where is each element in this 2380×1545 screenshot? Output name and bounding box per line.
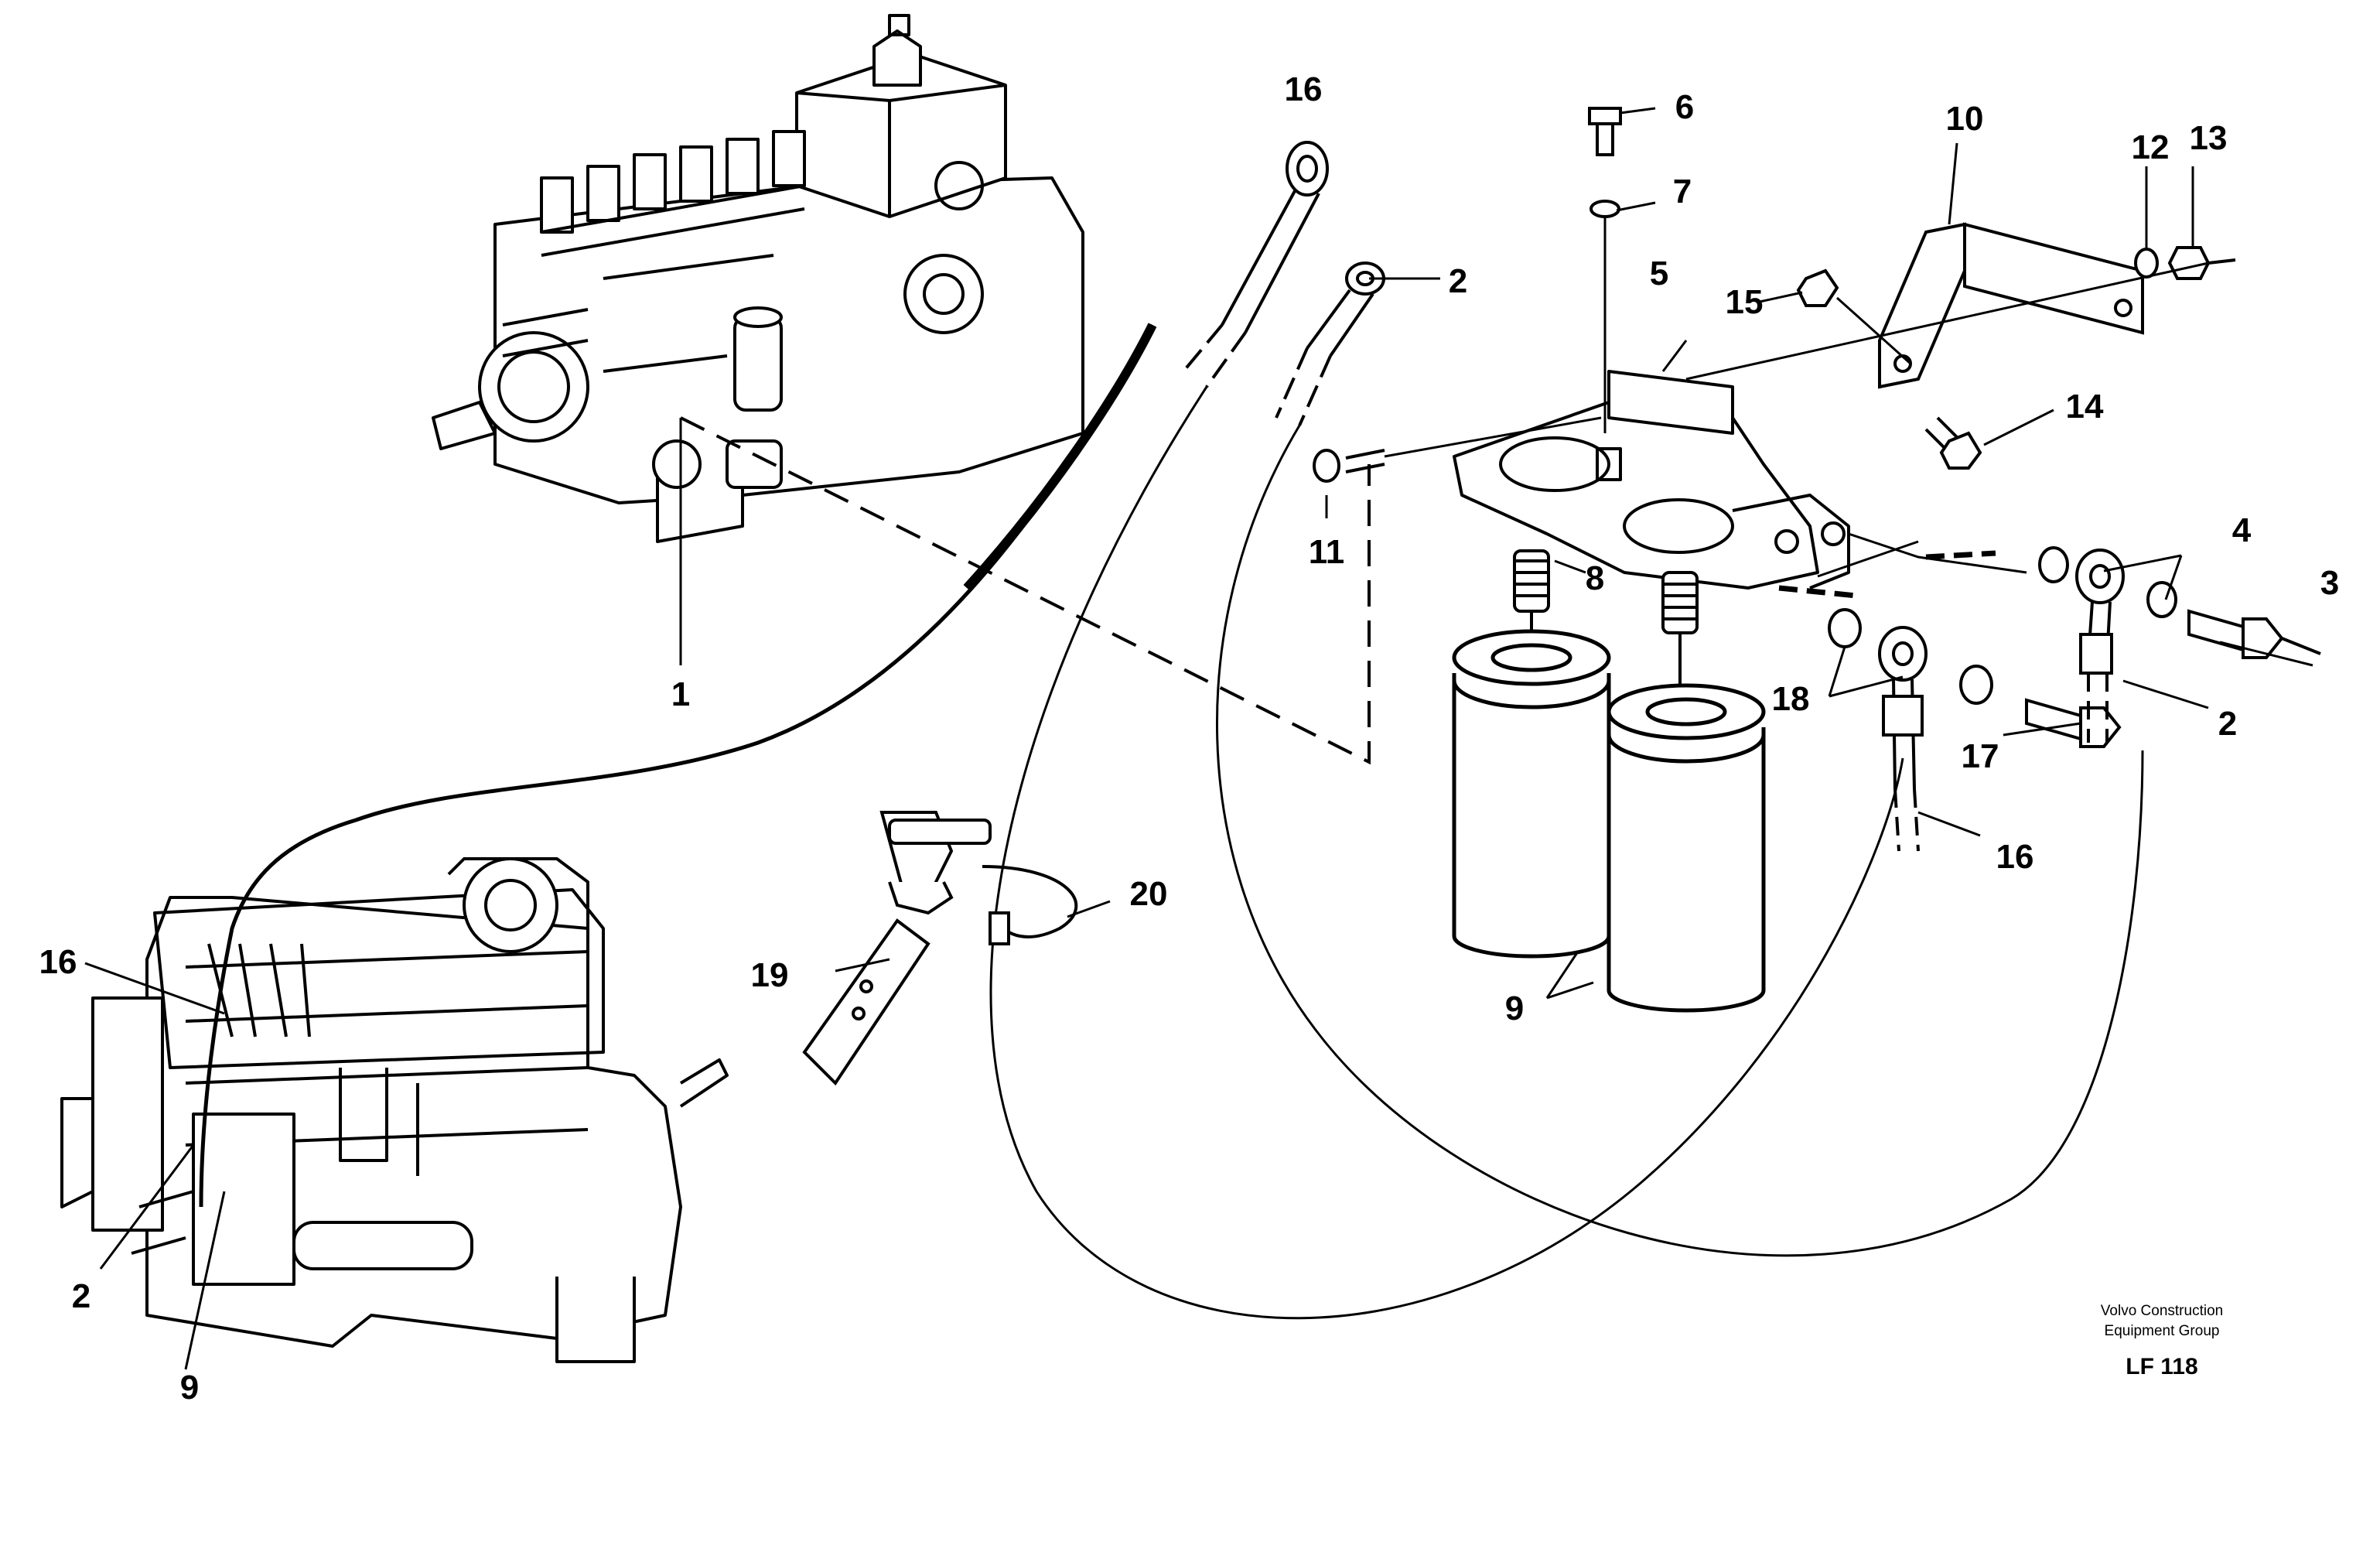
label-part-17: 17 — [1962, 737, 1999, 775]
reference-code: LF 118 — [2126, 1354, 2197, 1379]
label-part-16-top: 16 — [1285, 70, 1323, 108]
dashed-leader-pump-to-filter — [680, 416, 1371, 765]
label-part-4: 4 — [2232, 511, 2252, 549]
company-name-line2: Equipment Group — [2105, 1323, 2220, 1339]
pump-injector-row — [540, 130, 806, 257]
bolt-11 — [1313, 416, 1602, 483]
label-part-3: 3 — [2320, 564, 2339, 602]
label-part-1: 1 — [671, 675, 690, 713]
company-name-line1: Volvo Construction — [2101, 1303, 2223, 1319]
washer-12-nut-13 — [1685, 246, 2236, 381]
label-part-13: 13 — [2190, 119, 2228, 157]
hose-16-upper — [1182, 141, 1329, 388]
leader-curve-left — [989, 386, 1904, 1320]
label-part-9-filter: 9 — [1505, 990, 1524, 1027]
label-part-16-engine: 16 — [39, 943, 77, 981]
banjo-bolt-3 — [2187, 609, 2321, 659]
filter-canister-9-right — [1607, 683, 1766, 1013]
filter-head-illustration — [1453, 370, 1850, 590]
banjo-bolt-17 — [2025, 698, 2122, 748]
banjo-fitting-18 — [1828, 608, 1993, 790]
label-part-12: 12 — [2132, 128, 2170, 166]
outlet-lines — [1778, 532, 2109, 852]
clamp-19-20 — [802, 811, 1078, 1086]
spring-8 — [1513, 549, 1699, 712]
engine-illustration — [60, 857, 729, 1363]
bolt-6-washer-7 — [1588, 107, 1622, 433]
label-part-10: 10 — [1946, 100, 1984, 138]
label-part-5: 5 — [1650, 255, 1668, 292]
injection-pump-illustration — [432, 14, 1084, 543]
part-labels: 1 2 2 2 3 4 5 6 7 8 9 9 10 11 12 13 14 1… — [39, 70, 2340, 1407]
bracket-10 — [1878, 222, 2144, 389]
label-part-15: 15 — [1726, 283, 1764, 321]
filter-canister-9-left — [1452, 629, 1611, 959]
label-part-11: 11 — [1309, 533, 1345, 571]
label-leader-lines — [84, 107, 2313, 1370]
leader-curve-right — [1216, 425, 2144, 1257]
bolt-14 — [1924, 416, 1982, 470]
label-part-6: 6 — [1675, 88, 1694, 126]
label-part-7: 7 — [1673, 173, 1692, 210]
label-part-2-top: 2 — [1449, 262, 1467, 300]
label-part-2-engine: 2 — [72, 1277, 90, 1315]
fuel-line-thick-bold-segment — [963, 323, 1157, 592]
fuel-line-thick — [199, 323, 1155, 1208]
label-part-18: 18 — [1772, 680, 1810, 718]
label-part-2-right: 2 — [2218, 705, 2237, 743]
label-part-20: 20 — [1130, 875, 1168, 913]
hose-2-upper — [1275, 261, 1385, 426]
label-part-14: 14 — [2066, 388, 2104, 426]
banjo-fitting-4 — [2038, 546, 2177, 675]
label-part-9-engine: 9 — [180, 1369, 199, 1407]
label-part-8: 8 — [1586, 559, 1604, 597]
label-part-16-right: 16 — [1996, 838, 2034, 876]
label-part-19: 19 — [751, 956, 789, 994]
reference-block: Volvo Construction Equipment Group LF 11… — [2101, 1303, 2223, 1379]
nut-15 — [1796, 268, 1912, 365]
